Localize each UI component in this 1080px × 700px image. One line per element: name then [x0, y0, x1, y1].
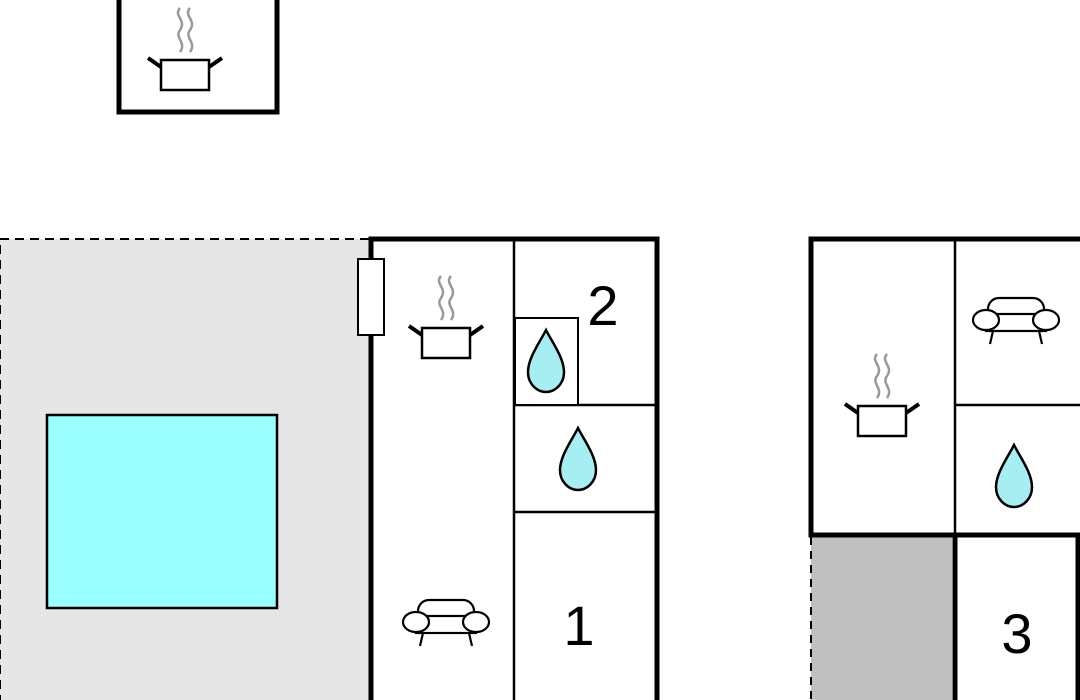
room-2-label: 2 [587, 274, 618, 337]
outdoor-kitchen [116, 0, 280, 115]
building-a: 2 1 [357, 236, 660, 700]
water-drop-icon [994, 443, 1034, 509]
room-3-label: 3 [1001, 602, 1032, 665]
water-drop-icon [558, 426, 598, 492]
cooking-pot-icon [146, 6, 224, 92]
room-1-label: 1 [563, 594, 594, 657]
terrace [0, 238, 371, 700]
shaded-area [811, 537, 952, 700]
door [357, 258, 385, 336]
swimming-pool [45, 413, 279, 610]
cooking-pot-icon [843, 352, 921, 438]
sofa-icon [401, 598, 491, 648]
cooking-pot-icon [407, 274, 485, 360]
sofa-icon [971, 296, 1061, 346]
building-b: 3 [808, 236, 1080, 700]
